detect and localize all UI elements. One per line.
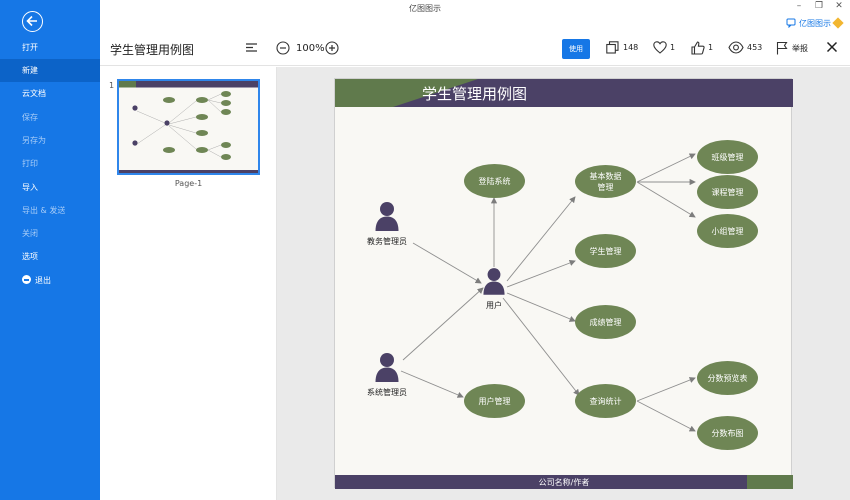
actor-user-icon[interactable] [483,267,505,295]
menu-cloud-docs[interactable]: 云文档 [22,89,46,98]
edge-user-student-mgmt [506,259,576,288]
thumbnail-preview [119,81,258,173]
menu-options[interactable]: 选项 [22,252,38,261]
diagram-footer-bar: 公司名称/作者 [335,475,793,489]
usecase-group-mgmt[interactable]: 小组管理 [697,214,758,248]
actor-admin-teacher-icon[interactable] [375,201,399,231]
use-template-button[interactable]: 使用 [562,39,590,59]
actor-system-admin-icon[interactable] [375,352,399,382]
edge-basic-group [636,181,696,218]
usecase-score-report[interactable]: 分数预览表 [697,361,758,395]
edge-admin-teacher-user [412,242,482,284]
diagram-footer-text: 公司名称/作者 [538,478,590,487]
document-toolbar: 学生管理用例图 100% 使用 148 1 1 453 举报 [100,32,850,66]
zoom-level: 100% [296,43,325,54]
document-title: 学生管理用例图 [110,43,195,57]
actor-admin-teacher-label: 教务管理员 [367,237,407,246]
close-icon[interactable] [826,41,838,53]
edge-user-query-stats [502,297,580,396]
menu-save-as[interactable]: 另存为 [22,136,46,145]
menu-open[interactable]: 打开 [22,43,38,52]
copy-count: 148 [623,43,639,52]
favorite-count: 1 [670,43,676,52]
back-button[interactable] [22,11,43,32]
edge-user-basic-data [506,196,576,282]
usecase-query-stats[interactable]: 查询统计 [575,384,636,418]
usecase-course-mgmt[interactable]: 课程管理 [697,175,758,209]
edge-user-score-mgmt [506,292,576,322]
brand-badge[interactable]: 亿图图示 [786,16,844,30]
diagram-header-bar: 学生管理用例图 [335,79,793,107]
menu-exit-label: 退出 [35,276,51,285]
menu-save[interactable]: 保存 [22,113,38,122]
chat-icon [786,18,796,28]
like-count: 1 [708,43,714,52]
usecase-user-mgmt[interactable]: 用户管理 [464,384,525,418]
heart-icon[interactable] [653,41,667,54]
diagram-connectors [400,153,696,432]
menu-close[interactable]: 关闭 [22,229,38,238]
usecase-score-mgmt[interactable]: 成绩管理 [575,305,636,339]
window-titlebar: 亿图图示 – ❐ ✕ [0,0,850,16]
view-count: 453 [747,43,763,52]
page-thumbnail[interactable] [117,79,260,175]
actor-user-label: 用户 [486,301,502,310]
thumbs-up-icon[interactable] [691,41,705,55]
thumbnail-page-label: Page-1 [174,179,203,188]
minimize-icon[interactable]: – [796,1,802,11]
flag-icon[interactable] [776,41,788,55]
thumbnail-page-number: 1 [109,81,115,90]
usecase-student-mgmt[interactable]: 学生管理 [575,234,636,268]
report-button[interactable]: 举报 [792,44,808,53]
menu-exit[interactable]: 退出 [0,269,100,292]
header-accent [335,79,393,107]
restore-icon[interactable]: ❐ [814,1,824,11]
menu-new[interactable]: 新建 [0,59,100,82]
eye-icon [728,41,744,54]
edge-basic-class [636,153,696,183]
footer-accent [747,475,793,489]
zoom-in-icon[interactable] [325,41,339,55]
arrow-left-icon [26,15,37,27]
exit-icon [22,275,31,284]
edge-query-report [636,377,696,402]
usecase-login[interactable]: 登陆系统 [464,164,525,198]
vip-diamond-icon [832,17,844,29]
file-menu-sidebar: 打开 新建 云文档 保存 另存为 打印 导入 导出 & 发送 关闭 选项 退出 [0,0,100,500]
close-window-icon[interactable]: ✕ [835,1,843,11]
actor-system-admin-label: 系统管理员 [367,388,407,397]
window-title: 亿图图示 [409,4,441,13]
usecase-score-dist[interactable]: 分数布图 [697,416,758,450]
brand-name: 亿图图示 [799,18,831,28]
outline-menu-icon[interactable] [245,41,258,54]
menu-import[interactable]: 导入 [22,183,38,192]
edge-query-dist [636,400,696,432]
zoom-out-icon[interactable] [276,41,290,55]
diagram-page[interactable]: 学生管理用例图 [334,78,793,489]
copy-icon[interactable] [606,41,619,54]
edge-system-admin-user-mgmt [400,370,464,398]
diagram-title: 学生管理用例图 [422,85,528,103]
menu-print[interactable]: 打印 [22,159,38,168]
page-thumbnails-panel: 1 [100,67,277,500]
drawing-canvas[interactable]: 学生管理用例图 [277,67,850,500]
usecase-class-mgmt[interactable]: 班级管理 [697,140,758,174]
usecase-basic-data[interactable]: 基本数据 管理 [575,165,636,198]
menu-export-send[interactable]: 导出 & 发送 [22,206,66,215]
header-accent-slant [393,79,478,107]
edge-system-admin-user [402,287,484,361]
